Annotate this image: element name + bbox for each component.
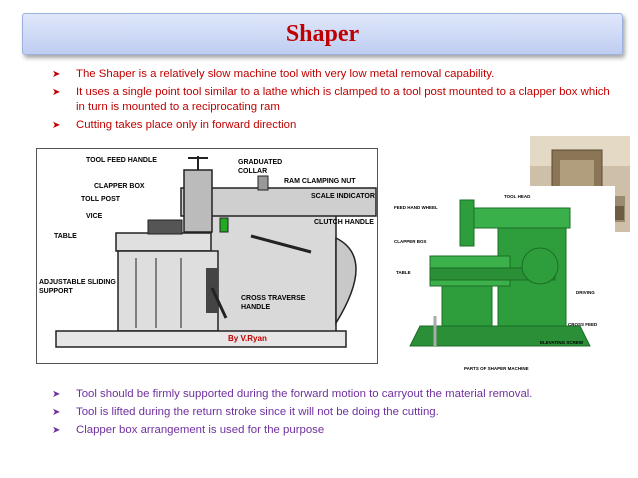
shaper-machine-illustration: FEED HAND WHEEL TOOL HEAD CLAPPER BOX TA… bbox=[390, 186, 615, 378]
label-handle: HANDLE bbox=[241, 304, 270, 311]
label-cross-traverse: CROSS TRAVERSE bbox=[241, 295, 306, 302]
shaper-labelled-diagram: TOOL FEED HANDLE GRADUATED COLLAR RAM CL… bbox=[36, 148, 378, 364]
label-graduated: GRADUATED bbox=[238, 159, 282, 166]
author-credit: By V.Ryan bbox=[228, 334, 267, 343]
label-table: TABLE bbox=[54, 233, 77, 240]
label-scale-indicator: SCALE INDICATOR bbox=[311, 193, 375, 200]
bullet-item: ➤The Shaper is a relatively slow machine… bbox=[52, 68, 495, 80]
arrow-bullet-icon: ➤ bbox=[52, 120, 61, 131]
label-table-right: TABLE bbox=[396, 270, 411, 275]
label-clutch-handle: CLUTCH HANDLE bbox=[314, 219, 374, 226]
bullet-item: ➤It uses a single point tool similar to … bbox=[52, 86, 610, 113]
label-elevating-screw: ELEVATING SCREW bbox=[540, 340, 584, 345]
arrow-bullet-icon: ➤ bbox=[52, 69, 61, 80]
bullet-list-top: ➤The Shaper is a relatively slow machine… bbox=[52, 67, 612, 136]
label-tool-head: TOOL HEAD bbox=[504, 194, 531, 199]
label-ram-clamping-nut: RAM CLAMPING NUT bbox=[284, 178, 356, 185]
arrow-bullet-icon: ➤ bbox=[52, 407, 61, 418]
label-tool-feed-handle: TOOL FEED HANDLE bbox=[86, 157, 157, 164]
label-vice: VICE bbox=[86, 213, 103, 220]
title-bar: Shaper bbox=[22, 13, 623, 55]
label-driving: DRIVING bbox=[576, 290, 595, 295]
label-clapper-box-right: CLAPPER BOX bbox=[394, 239, 427, 244]
bullet-list-bottom: ➤Tool should be firmly supported during … bbox=[52, 387, 612, 441]
label-adjustable-sliding: ADJUSTABLE SLIDING bbox=[39, 279, 116, 286]
caption-parts-of-shaper: PARTS OF SHAPER MACHINE bbox=[464, 366, 529, 371]
label-cross-feed: CROSS FEED bbox=[568, 322, 598, 327]
label-collar: COLLAR bbox=[238, 168, 267, 175]
label-toll-post: TOLL POST bbox=[81, 196, 121, 203]
slide-title: Shaper bbox=[285, 20, 360, 47]
bullet-item: ➤Tool should be firmly supported during … bbox=[52, 388, 533, 400]
arrow-bullet-icon: ➤ bbox=[52, 425, 61, 436]
bullet-item: ➤Tool is lifted during the return stroke… bbox=[52, 406, 439, 418]
label-clapper-box: CLAPPER BOX bbox=[94, 183, 145, 190]
bullet-item: ➤Clapper box arrangement is used for the… bbox=[52, 424, 325, 436]
arrow-bullet-icon: ➤ bbox=[52, 389, 61, 400]
bullet-item: ➤Cutting takes place only in forward dir… bbox=[52, 119, 297, 131]
arrow-bullet-icon: ➤ bbox=[52, 87, 61, 98]
label-feed-hand-wheel: FEED HAND WHEEL bbox=[394, 205, 438, 210]
label-support: SUPPORT bbox=[39, 288, 74, 295]
